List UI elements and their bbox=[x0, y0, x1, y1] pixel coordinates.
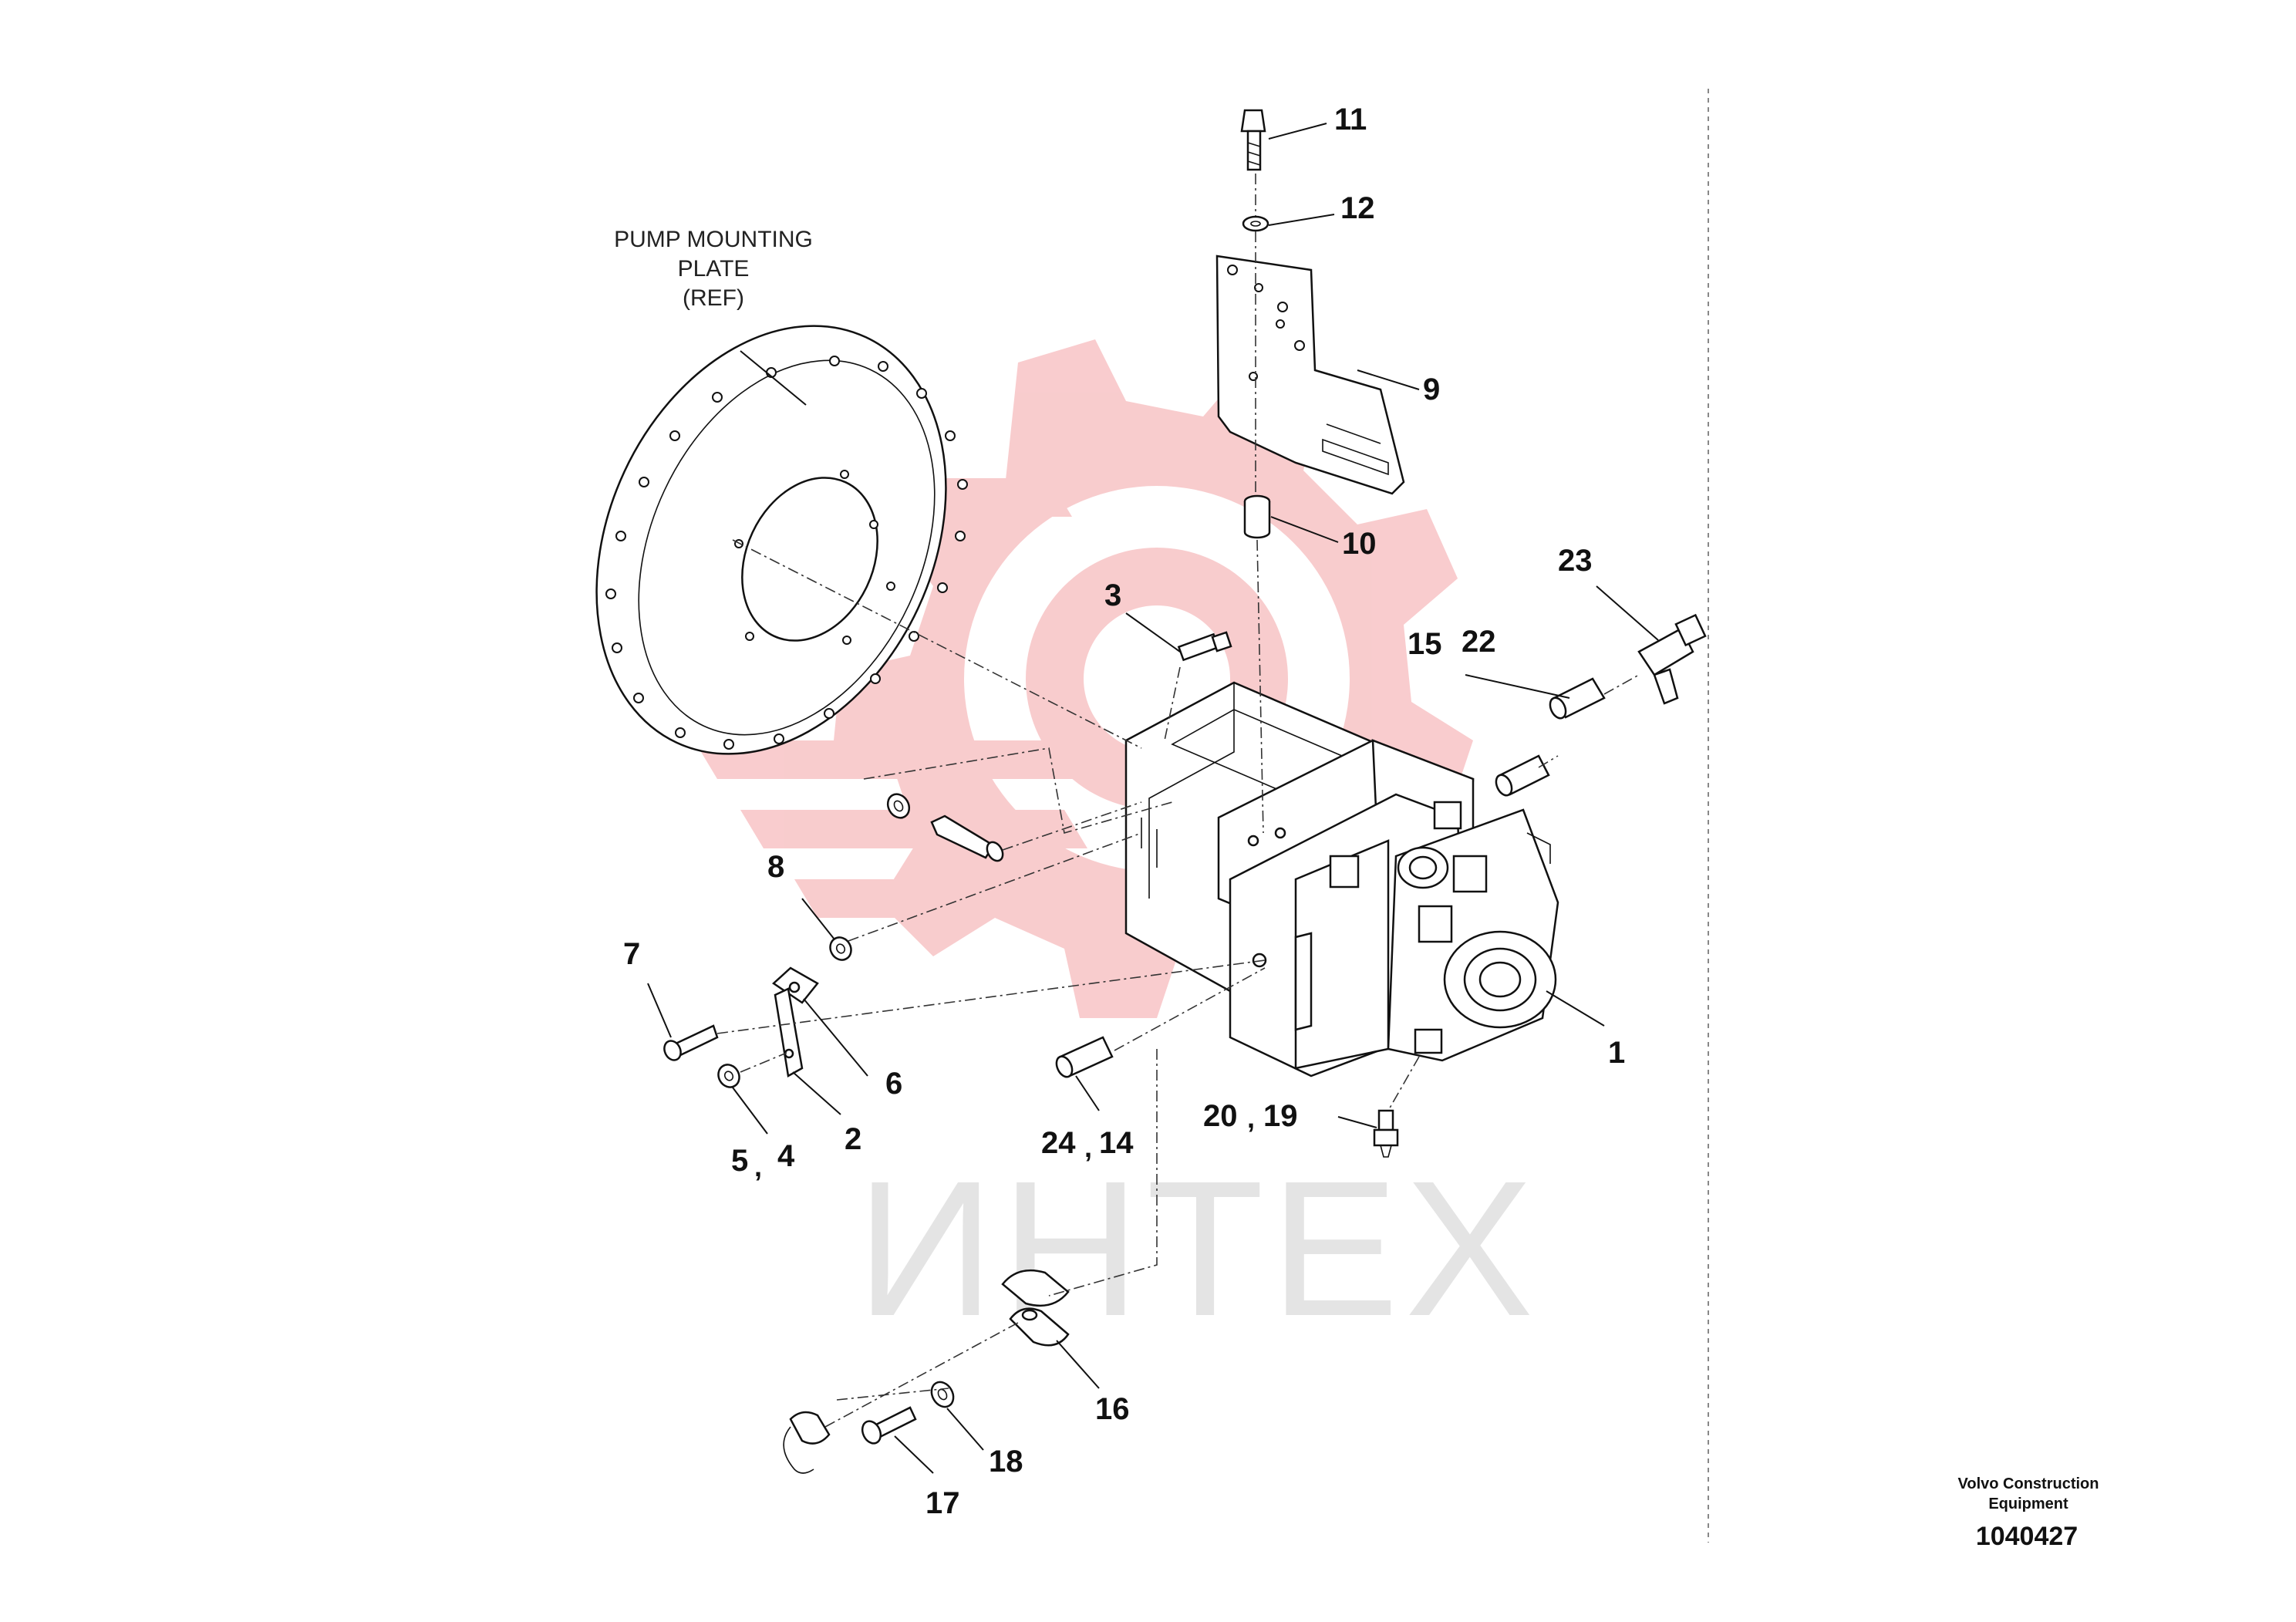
callout-17: 17 bbox=[925, 1486, 960, 1520]
callout-1: 1 bbox=[1608, 1036, 1625, 1070]
clamp-item-16 bbox=[1001, 1269, 1070, 1347]
bolt-item-7 bbox=[663, 1024, 719, 1061]
washer-item-8 bbox=[829, 936, 852, 961]
callout-14: 14 bbox=[1099, 1126, 1134, 1160]
callout-4: 4 bbox=[777, 1139, 795, 1173]
callout-7: 7 bbox=[623, 937, 640, 971]
reference-note-line-3: (REF) bbox=[683, 285, 744, 311]
callout-5: 5 bbox=[731, 1144, 748, 1178]
leader-lines bbox=[647, 123, 1659, 1474]
elbow-item-23 bbox=[1637, 613, 1707, 705]
fitting-item-14 bbox=[1055, 1036, 1114, 1078]
reference-note: PUMP MOUNTING PLATE (REF) bbox=[614, 227, 813, 311]
callout-separator: , bbox=[1084, 1131, 1092, 1163]
bolt-item-3 bbox=[1177, 631, 1232, 662]
hose-fitting bbox=[783, 1411, 831, 1474]
watermark-stripe bbox=[694, 740, 1095, 779]
callout-separator: , bbox=[754, 1151, 762, 1182]
top-bolt bbox=[1240, 109, 1266, 171]
fitting-item-22 bbox=[1549, 677, 1606, 720]
callout-6: 6 bbox=[885, 1067, 902, 1101]
callout-16: 16 bbox=[1095, 1392, 1130, 1426]
fitting-item-19 bbox=[1373, 1109, 1399, 1158]
fitting-item-15 bbox=[1495, 754, 1550, 797]
callout-2: 2 bbox=[845, 1122, 861, 1156]
callout-19: 19 bbox=[1263, 1099, 1298, 1133]
top-washer bbox=[1242, 215, 1269, 232]
callout-12: 12 bbox=[1340, 191, 1375, 225]
brand-line-1: Volvo Construction bbox=[1958, 1475, 2099, 1492]
callout-separator: , bbox=[1247, 1102, 1255, 1134]
callout-23: 23 bbox=[1558, 544, 1593, 578]
callout-24: 24 bbox=[1041, 1126, 1076, 1160]
callout-18: 18 bbox=[989, 1445, 1023, 1479]
mount-bolt bbox=[930, 814, 1004, 862]
spacer-sleeve bbox=[1243, 494, 1271, 539]
mount-washer bbox=[886, 793, 911, 819]
reference-note-line-2: PLATE bbox=[678, 256, 750, 282]
callout-labels: 11 12 9 10 3 23 15 22 1 20 , 19 24 , 14 … bbox=[623, 103, 1625, 1520]
callout-11: 11 bbox=[1334, 103, 1367, 137]
callout-10: 10 bbox=[1342, 527, 1377, 561]
title-block: Volvo Construction Equipment 1040427 bbox=[1958, 1475, 2099, 1551]
lever-item-6 bbox=[771, 966, 819, 1077]
reference-note-line-1: PUMP MOUNTING bbox=[614, 227, 813, 252]
callout-9: 9 bbox=[1423, 373, 1440, 406]
callout-15: 15 bbox=[1408, 627, 1442, 661]
callout-3: 3 bbox=[1104, 578, 1121, 612]
callout-22: 22 bbox=[1462, 625, 1496, 659]
watermark-text: ИНТЕХ bbox=[856, 1141, 1539, 1356]
bolt-item-17 bbox=[861, 1406, 917, 1445]
drawing-number: 1040427 bbox=[1976, 1522, 2078, 1551]
mounting-bracket bbox=[1215, 255, 1405, 495]
callout-20: 20 bbox=[1203, 1099, 1238, 1133]
brand-line-2: Equipment bbox=[1988, 1496, 2068, 1512]
pump-mounting-plate bbox=[595, 325, 968, 755]
washer-item-18 bbox=[930, 1381, 955, 1408]
center-lines bbox=[716, 174, 1640, 1428]
hydraulic-pump bbox=[1124, 681, 1559, 1077]
callout-8: 8 bbox=[767, 850, 784, 884]
washer-item-5 bbox=[717, 1064, 740, 1088]
